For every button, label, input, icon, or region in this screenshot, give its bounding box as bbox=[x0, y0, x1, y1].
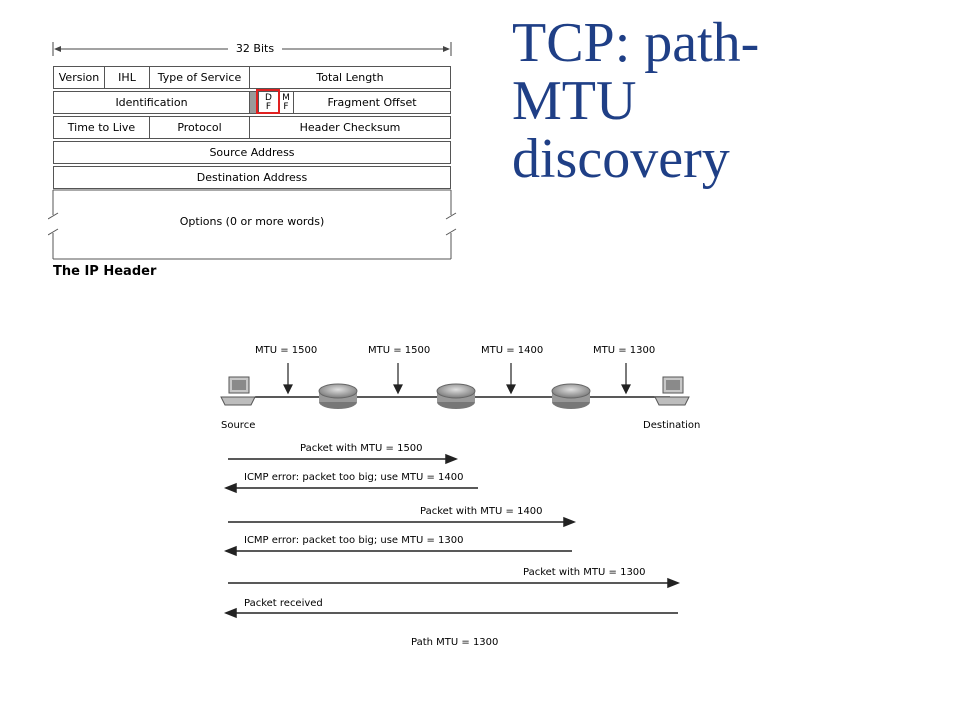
mtu-label-4: MTU = 1300 bbox=[593, 345, 656, 356]
slide-title-line-3: discovery bbox=[512, 128, 730, 190]
network-topology bbox=[220, 363, 690, 409]
mf-flag-bottom: F bbox=[283, 101, 289, 112]
df-highlight-box bbox=[256, 89, 280, 114]
mtu-label-3: MTU = 1400 bbox=[481, 345, 544, 356]
mtu-label-2: MTU = 1500 bbox=[368, 345, 431, 356]
options-box-outline bbox=[48, 189, 457, 260]
field-destination-address: Destination Address bbox=[53, 166, 451, 189]
field-total-length: Total Length bbox=[249, 66, 451, 89]
df-flag-top: D bbox=[265, 92, 272, 103]
field-source-address: Source Address bbox=[53, 141, 451, 164]
field-options: Options (0 or more words) bbox=[179, 215, 325, 228]
message-1: Packet with MTU = 1500 bbox=[300, 443, 423, 454]
router-3-icon bbox=[551, 383, 591, 409]
field-ihl: IHL bbox=[104, 66, 150, 89]
mtu-label-1: MTU = 1500 bbox=[255, 345, 318, 356]
slide-title-line-2: MTU bbox=[512, 70, 637, 132]
message-4: ICMP error: packet too big; use MTU = 13… bbox=[244, 535, 464, 546]
df-flag-bottom: F bbox=[265, 101, 272, 112]
field-fragment-offset: Fragment Offset bbox=[293, 91, 451, 114]
slide-title-line-1: TCP: path- bbox=[512, 12, 760, 74]
field-protocol: Protocol bbox=[149, 116, 250, 139]
message-3: Packet with MTU = 1400 bbox=[420, 506, 543, 517]
field-time-to-live: Time to Live bbox=[53, 116, 150, 139]
field-type-of-service: Type of Service bbox=[149, 66, 250, 89]
router-2-icon bbox=[436, 383, 476, 409]
message-6: Packet received bbox=[244, 598, 323, 609]
destination-label: Destination bbox=[643, 420, 701, 431]
width-arrow bbox=[52, 42, 452, 56]
ip-header-caption: The IP Header bbox=[53, 264, 157, 279]
width-label: 32 Bits bbox=[235, 42, 275, 55]
message-arrows bbox=[223, 453, 681, 619]
path-mtu-result: Path MTU = 1300 bbox=[411, 637, 499, 648]
source-computer-icon bbox=[220, 376, 256, 406]
field-mf-flag: M F bbox=[278, 91, 294, 114]
field-identification: Identification bbox=[53, 91, 250, 114]
slide-title: TCP: path- MTU discovery bbox=[512, 14, 952, 188]
source-label: Source bbox=[221, 420, 256, 431]
mf-flag-top: M bbox=[282, 92, 290, 103]
message-2: ICMP error: packet too big; use MTU = 14… bbox=[244, 472, 464, 483]
field-header-checksum: Header Checksum bbox=[249, 116, 451, 139]
destination-computer-icon bbox=[654, 376, 690, 406]
message-5: Packet with MTU = 1300 bbox=[523, 567, 646, 578]
field-version: Version bbox=[53, 66, 105, 89]
router-1-icon bbox=[318, 383, 358, 409]
